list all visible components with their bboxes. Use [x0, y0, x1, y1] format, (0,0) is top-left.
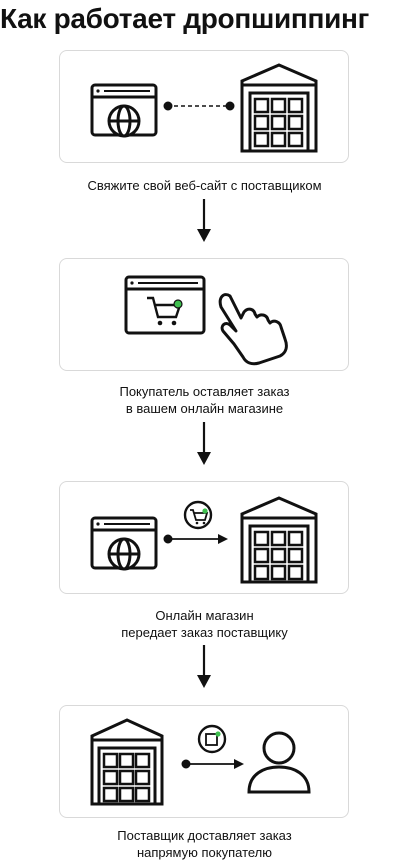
- step-2-caption: Покупатель оставляет заказ в вашем онлай…: [119, 384, 290, 416]
- down-arrow-icon: [197, 422, 211, 465]
- step-1-card: [59, 50, 349, 163]
- website-globe-icon: [90, 83, 158, 138]
- arrow-connector: [163, 534, 228, 544]
- step-4-caption: Поставщик доставляет заказ напрямую поку…: [117, 828, 292, 860]
- step-1-caption: Свяжите свой веб-сайт с поставщиком: [87, 178, 322, 193]
- step-2-card: [59, 258, 349, 371]
- page-title: Как работает дропшиппинг: [0, 3, 370, 34]
- warehouse-icon: [240, 63, 318, 153]
- step-3-caption: Онлайн магазин передает заказ поставщику: [121, 608, 288, 640]
- down-arrow-icon: [197, 645, 211, 688]
- dashed-connector: [163, 101, 235, 111]
- arrow-connector: [181, 759, 244, 769]
- check-badge: [173, 299, 183, 309]
- website-globe-icon: [90, 516, 158, 571]
- step-3-card: [59, 481, 349, 594]
- cart-badge-icon: [183, 500, 213, 530]
- website-cart-icon: [124, 275, 206, 335]
- package-badge-icon: [197, 724, 227, 754]
- hand-pointer-icon: [218, 293, 288, 366]
- step-4-card: [59, 705, 349, 818]
- warehouse-icon: [240, 496, 318, 584]
- customer-icon: [247, 731, 311, 794]
- warehouse-icon: [90, 718, 164, 806]
- down-arrow-icon: [197, 199, 211, 242]
